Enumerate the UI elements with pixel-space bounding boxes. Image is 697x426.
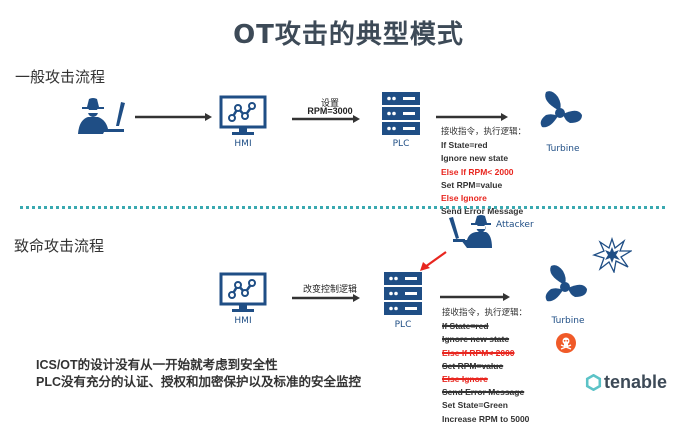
explosion-icon <box>592 237 632 273</box>
hmi-monitor-icon <box>219 272 267 312</box>
hacker-icon <box>78 98 125 134</box>
bottom-notes: ICS/OT的设计没有从一开始就考虑到安全性 PLC没有充分的认证、授权和加密保… <box>36 357 361 391</box>
logic-line-removed: Send Error Message <box>442 387 525 398</box>
turbine-icon <box>545 265 587 302</box>
logic-line-removed: If State=red <box>442 321 489 332</box>
attack-arrow-red <box>420 251 447 271</box>
plc-server-icon <box>384 272 422 315</box>
turbine-icon <box>540 91 582 128</box>
plc-server-icon <box>382 92 420 135</box>
arrow-attacker-to-hmi <box>135 113 212 121</box>
logic-line-injected: Increase RPM to 5000 <box>442 413 530 424</box>
logic-line: Else If RPM< 2000 <box>441 166 514 177</box>
logic-block-fatal: 接收指令，执行逻辑： If State=red Ignore new state… <box>442 307 529 426</box>
tenable-logo: tenable <box>585 372 667 393</box>
tenable-logo-text: tenable <box>604 372 668 392</box>
section-label-normal: 一般攻击流程 <box>15 68 106 86</box>
section-divider <box>20 206 665 209</box>
note-line: ICS/OT的设计没有从一开始就考虑到安全性 <box>36 358 278 372</box>
page-title: OT攻击的典型模式 <box>233 20 464 50</box>
logic-line: Send Error Message <box>441 206 524 217</box>
arrow-plc-to-turbine <box>440 293 510 301</box>
arrow-label-rpm: RPM=3000 <box>307 106 353 116</box>
logic-line-removed: Else If RPM< 2000 <box>442 347 515 358</box>
logic-line: Ignore new state <box>441 153 509 164</box>
logic-line-removed: Set RPM=value <box>442 360 504 371</box>
logic-line: Else Ignore <box>441 193 487 204</box>
plc-label: PLC <box>394 320 412 330</box>
hmi-label: HMI <box>234 316 252 326</box>
logic-header: 接收指令，执行逻辑： <box>441 127 527 137</box>
logic-line: If State=red <box>441 140 488 151</box>
logic-line: Set RPM=value <box>441 179 503 190</box>
logic-line-injected: Set State=Green <box>442 400 508 411</box>
logic-header: 接收指令，执行逻辑： <box>442 308 528 318</box>
turbine-label: Turbine <box>546 144 580 154</box>
logic-line-removed: Ignore new state <box>442 334 510 345</box>
tenable-logo-icon <box>585 374 602 391</box>
arrow-hmi-to-plc <box>292 115 360 123</box>
attacker-label: Attacker <box>496 220 534 230</box>
plc-label: PLC <box>392 139 410 149</box>
hmi-label: HMI <box>234 139 252 149</box>
arrow-plc-to-turbine <box>436 113 508 121</box>
arrow-label-change-logic: 改变控制逻辑 <box>302 285 357 295</box>
note-line: PLC没有充分的认证、授权和加密保护以及标准的安全监控 <box>36 375 362 389</box>
turbine-label: Turbine <box>551 316 585 326</box>
arrow-hmi-to-plc <box>292 294 360 302</box>
arrow-label-set: 设置 <box>320 99 339 109</box>
logic-block-normal: 接收指令，执行逻辑： If State=red Ignore new state… <box>441 126 526 218</box>
skull-crossbones-icon <box>556 333 576 353</box>
hmi-monitor-icon <box>219 95 267 135</box>
section-label-fatal: 致命攻击流程 <box>14 237 105 255</box>
logic-line-removed: Else Ignore <box>442 374 488 385</box>
attacker-icon <box>449 215 492 248</box>
